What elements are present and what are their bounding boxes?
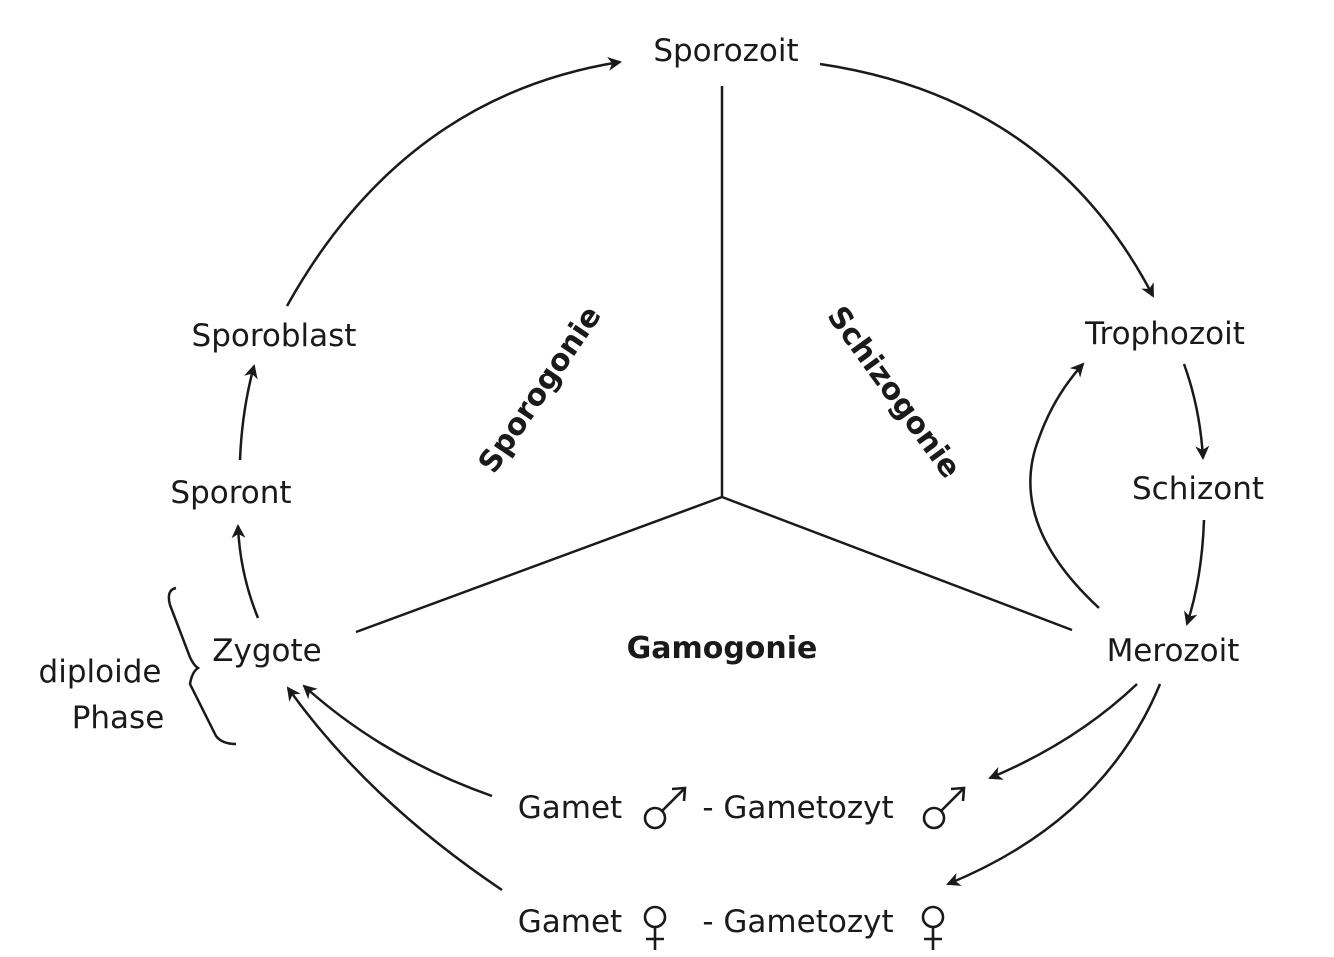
arrow-sporoblast-to-sporozoit [285, 56, 622, 307]
stage-schizont: Schizont [1132, 471, 1264, 507]
arrow-sporont-to-sporoblast [238, 364, 258, 461]
female-symbol-icon [643, 905, 667, 950]
stage-merozoit: Merozoit [1107, 633, 1240, 669]
arrow-trophozoit-to-schizont [1182, 363, 1210, 460]
stage-sporoblast: Sporoblast [192, 318, 357, 354]
stage-zygote: Zygote [212, 633, 321, 669]
phase-label-sporogonie: Sporogonie [472, 300, 609, 480]
stage-sporozoit: Sporozoit [653, 33, 798, 69]
stage-sporont: Sporont [170, 475, 291, 511]
phase-label-schizogonie: Schizogonie [820, 300, 968, 485]
stage-gametozyt-male: - Gametozyt [702, 790, 893, 826]
male-symbol-icon [922, 786, 966, 830]
divider-left [355, 495, 723, 634]
annotation-brace [167, 586, 237, 746]
arrow-merozoit-to-trophozoit [1029, 362, 1100, 609]
stage-gamet-male: Gamet [518, 790, 622, 826]
arrow-merozoit-to-gametozyt-female [946, 683, 1162, 886]
annotation-phase: Phase [72, 700, 165, 736]
arrow-gamet-male-to-zygote [302, 684, 493, 798]
stage-trophozoit: Trophozoit [1084, 316, 1245, 352]
phase-label-gamogonie: Gamogonie [627, 631, 818, 666]
stage-gamet-female: Gamet [518, 904, 622, 940]
arrow-gamet-female-to-zygote [286, 686, 503, 892]
female-symbol-icon [921, 905, 945, 950]
male-symbol-icon [643, 786, 687, 830]
arrow-schizont-to-merozoit [1184, 519, 1206, 626]
arrow-zygote-to-sporont [231, 524, 260, 619]
annotation-diploide: diploide [39, 654, 162, 690]
arrow-sporozoit-to-trophozoit [819, 62, 1155, 298]
stage-gametozyt-female: - Gametozyt [702, 904, 893, 940]
divider-right [721, 495, 1073, 632]
arrow-merozoit-to-gametozyt-male [988, 683, 1138, 780]
